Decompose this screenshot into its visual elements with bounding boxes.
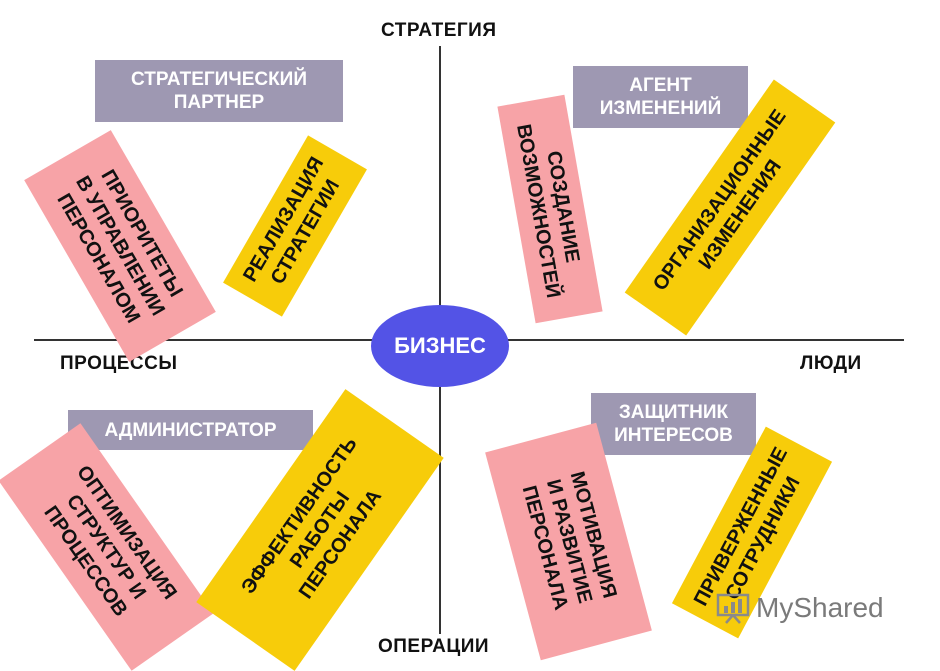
- card-hr-priorities: ПРИОРИТЕТЫ В УПРАВЛЕНИИ ПЕРСОНАЛОМ: [24, 130, 216, 362]
- card-creating-opportunities: СОЗДАНИЕ ВОЗМОЖНОСТЕЙ: [497, 94, 603, 324]
- axis-label-bottom: ОПЕРАЦИИ: [378, 636, 490, 657]
- role-administrator: АДМИНИСТРАТОР: [68, 410, 313, 450]
- watermark-text: MyShared: [756, 592, 884, 623]
- card-motivation-development: МОТИВАЦИЯ И РАЗВИТИЕ ПЕРСОНАЛА: [485, 422, 652, 661]
- card-structure-optimization: ОПТИМИЗАЦИЯ СТРУКТУР И ПРОЦЕССОВ: [0, 423, 214, 671]
- axis-label-top: СТРАТЕГИЯ: [381, 20, 497, 41]
- axis-label-left: ПРОЦЕССЫ: [60, 353, 178, 374]
- center-ellipse: БИЗНЕС: [371, 305, 509, 387]
- role-employee-champion: ЗАЩИТНИК ИНТЕРЕСОВ: [591, 393, 756, 455]
- watermark: MyShared: [716, 592, 884, 624]
- axis-label-right: ЛЮДИ: [800, 353, 862, 374]
- presentation-board-icon: [716, 592, 750, 624]
- card-strategy-implementation: РЕАЛИЗАЦИЯ СТРАТЕГИИ: [223, 135, 367, 317]
- role-change-agent: АГЕНТ ИЗМЕНЕНИЙ: [573, 66, 748, 128]
- role-strategic-partner: СТРАТЕГИЧЕСКИЙ ПАРТНЕР: [95, 60, 343, 122]
